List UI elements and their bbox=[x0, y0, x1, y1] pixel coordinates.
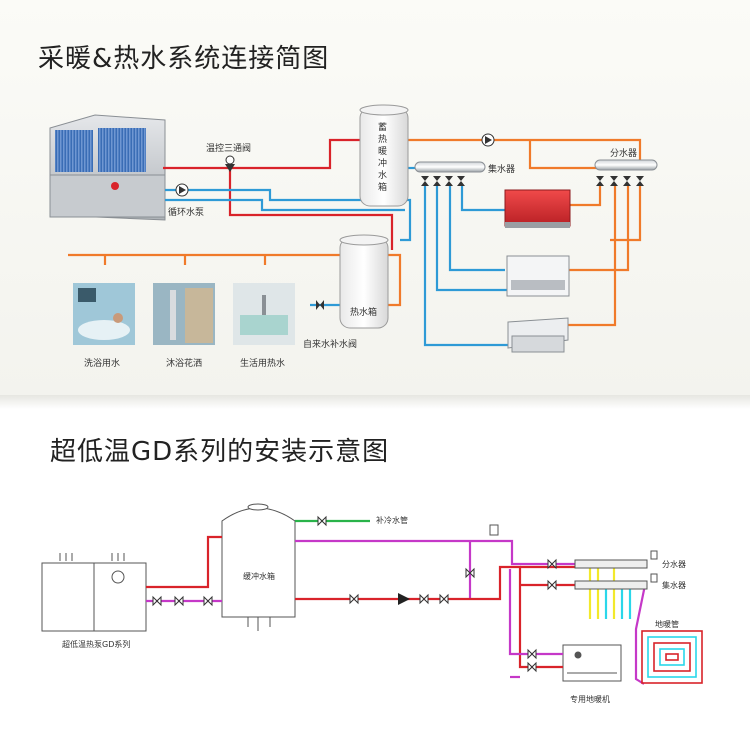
bath-water-label: 洗浴用水 bbox=[84, 359, 121, 369]
hot-water-tank bbox=[339, 234, 389, 329]
collector-label: 集水器 bbox=[488, 165, 516, 175]
gd-distributor-manifold bbox=[574, 559, 648, 569]
domestic-hot-water-label: 生活用热水 bbox=[240, 359, 286, 369]
fan-coil-ceiling bbox=[507, 317, 569, 353]
cold-water-pipe-label: 补冷水管 bbox=[376, 516, 408, 525]
bath-photo bbox=[73, 283, 135, 345]
hot-water-tank-label: 热水箱 bbox=[350, 308, 378, 318]
buffer-tank bbox=[359, 104, 409, 207]
three-way-valve-icon bbox=[225, 155, 235, 172]
section2-title: 超低温GD系列的安装示意图 bbox=[50, 437, 390, 467]
fan-coil-white bbox=[506, 255, 570, 297]
refill-valve-icon bbox=[316, 300, 324, 310]
buffer-tank-label: 蓄热暖冲水箱 bbox=[378, 123, 388, 193]
fan-coil-red bbox=[504, 189, 571, 228]
gauges bbox=[489, 524, 658, 583]
collector-manifold bbox=[414, 161, 486, 173]
floor-heater-machine bbox=[562, 644, 622, 682]
gd-heat-pump-unit bbox=[41, 553, 147, 632]
circulation-pump-icon bbox=[175, 183, 189, 197]
distributor-manifold bbox=[594, 159, 658, 171]
gd-collector-manifold bbox=[574, 580, 648, 590]
manifold-valves bbox=[421, 176, 644, 186]
gd-pump-icon bbox=[398, 593, 410, 605]
floor-heating-coil bbox=[641, 630, 703, 684]
gd-buffer-tank-label: 缓冲水箱 bbox=[243, 572, 275, 581]
section-divider bbox=[0, 395, 750, 409]
gd-valves bbox=[152, 515, 557, 673]
shower-photo bbox=[153, 283, 215, 345]
circulation-pump-label: 循环水泵 bbox=[168, 208, 205, 218]
tap-refill-valve-label: 自来水补水阀 bbox=[303, 340, 358, 350]
floor-heater-label: 专用地暖机 bbox=[570, 695, 610, 704]
shower-label: 沐浴花洒 bbox=[166, 359, 203, 369]
distributor-label: 分水器 bbox=[610, 149, 638, 159]
floor-heating-pipe-label: 地暖管 bbox=[655, 620, 679, 629]
heat-pump-unit bbox=[49, 114, 166, 221]
heating-system-diagram bbox=[49, 104, 658, 353]
installation-diagram bbox=[41, 503, 703, 685]
sink-photo bbox=[233, 283, 295, 345]
heating-hot-water-section: 采暖&热水系统连接简图 bbox=[0, 0, 750, 395]
gd-buffer-tank bbox=[221, 503, 296, 631]
gd-collector-label: 集水器 bbox=[662, 581, 686, 590]
thermo-valve-label: 温控三通阀 bbox=[206, 144, 252, 154]
distributor-pump-icon bbox=[481, 133, 495, 147]
gd-unit-label: 超低温热泵GD系列 bbox=[62, 640, 131, 649]
installation-section: 超低温GD系列的安装示意图 bbox=[0, 409, 750, 737]
section1-title: 采暖&热水系统连接简图 bbox=[38, 44, 330, 74]
gd-distributor-label: 分水器 bbox=[662, 560, 686, 569]
